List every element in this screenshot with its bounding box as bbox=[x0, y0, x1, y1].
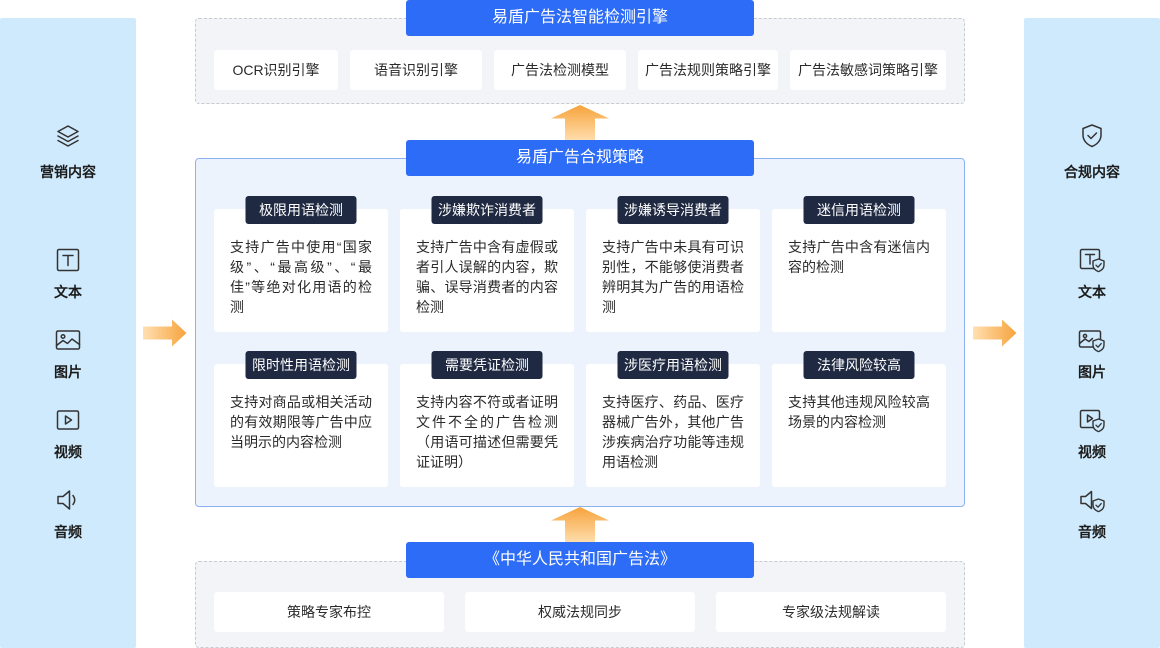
strategy-card-description: 支持对商品或相关活动的有效期限等广告中应当明示的内容检测 bbox=[230, 394, 372, 450]
strategy-card: 涉医疗用语检测 支持医疗、药品、医疗器械广告外，其他广告涉疾病治疗功能等违规用语… bbox=[586, 351, 760, 487]
strategy-card-title: 涉医疗用语检测 bbox=[617, 351, 729, 379]
strategy-card-description: 支持内容不符或者证明文件不全的广告检测（用语可描述但需要凭证证明） bbox=[416, 394, 558, 470]
audio-icon bbox=[57, 490, 76, 510]
text-icon bbox=[56, 248, 80, 272]
marketing-content-panel: 营销内容 文本 图片 视频 音频 bbox=[0, 18, 136, 648]
law-support-list: 策略专家布控 权威法规同步 专家级法规解读 bbox=[214, 592, 946, 632]
law-support-item: 专家级法规解读 bbox=[716, 592, 946, 632]
input-type-label: 文本 bbox=[54, 284, 82, 300]
strategy-card: 涉嫌欺诈消费者 支持广告中含有虚假或者引人误解的内容，欺骗、误导消费者的内容检测 bbox=[400, 196, 574, 332]
strategy-card-title: 涉嫌欺诈消费者 bbox=[431, 196, 543, 224]
output-type-label: 图片 bbox=[1078, 364, 1106, 380]
output-type-label: 音频 bbox=[1078, 524, 1106, 540]
output-type-text: 文本 bbox=[1024, 246, 1160, 302]
strategy-card: 法律风险较高 支持其他违规风险较高场景的内容检测 bbox=[772, 351, 946, 487]
output-type-image: 图片 bbox=[1024, 326, 1160, 382]
strategy-card-description: 支持其他违规风险较高场景的内容检测 bbox=[788, 394, 930, 430]
marketing-content-title: 营销内容 bbox=[40, 164, 96, 180]
input-type-label: 图片 bbox=[54, 364, 82, 380]
engine-item: OCR识别引擎 bbox=[214, 50, 338, 90]
input-type-audio: 音频 bbox=[0, 486, 136, 542]
engine-item: 广告法检测模型 bbox=[494, 50, 626, 90]
compliant-content-header: 合规内容 bbox=[1024, 122, 1160, 182]
input-type-image: 图片 bbox=[0, 326, 136, 382]
strategy-card-description: 支持广告中使用“国家级”、“最高级”、“最佳”等绝对化用语的检测 bbox=[230, 239, 372, 315]
strategy-card: 极限用语检测 支持广告中使用“国家级”、“最高级”、“最佳”等绝对化用语的检测 bbox=[214, 196, 388, 332]
engine-item: 广告法规则策略引擎 bbox=[638, 50, 778, 90]
compliant-content-title: 合规内容 bbox=[1064, 164, 1120, 180]
input-type-label: 音频 bbox=[54, 524, 82, 540]
strategy-card-title: 极限用语检测 bbox=[245, 196, 357, 224]
strategy-card-description: 支持广告中含有虚假或者引人误解的内容，欺骗、误导消费者的内容检测 bbox=[416, 239, 558, 315]
strategy-card-description: 支持医疗、药品、医疗器械广告外，其他广告涉疾病治疗功能等违规用语检测 bbox=[602, 394, 744, 470]
compliance-strategy-section: 易盾广告合规策略 极限用语检测 支持广告中使用“国家级”、“最高级”、“最佳”等… bbox=[195, 140, 965, 507]
output-type-label: 文本 bbox=[1078, 284, 1106, 300]
strategy-card: 需要凭证检测 支持内容不符或者证明文件不全的广告检测（用语可描述但需要凭证证明） bbox=[400, 351, 574, 487]
text-shield-icon bbox=[1079, 248, 1105, 273]
detection-engine-title: 易盾广告法智能检测引擎 bbox=[406, 0, 754, 36]
image-shield-icon bbox=[1078, 330, 1105, 353]
image-icon bbox=[55, 330, 81, 350]
engine-item: 广告法敏感词策略引擎 bbox=[790, 50, 946, 90]
strategy-card-grid: 极限用语检测 支持广告中使用“国家级”、“最高级”、“最佳”等绝对化用语的检测 … bbox=[214, 196, 946, 487]
compliant-content-panel: 合规内容 文本 图片 视频 bbox=[1024, 18, 1160, 648]
law-support-item: 策略专家布控 bbox=[214, 592, 444, 632]
arrow-right-icon bbox=[143, 319, 187, 347]
shield-check-icon bbox=[1082, 124, 1102, 148]
strategy-card-title: 限时性用语检测 bbox=[245, 351, 357, 379]
audio-shield-icon bbox=[1080, 490, 1105, 513]
arrow-up-icon bbox=[551, 507, 609, 544]
strategy-card-title: 迷信用语检测 bbox=[803, 196, 915, 224]
law-support-item: 权威法规同步 bbox=[465, 592, 695, 632]
input-type-text: 文本 bbox=[0, 246, 136, 302]
detection-engine-section: 易盾广告法智能检测引擎 OCR识别引擎 语音识别引擎 广告法检测模型 广告法规则… bbox=[195, 0, 965, 104]
strategy-card-title: 需要凭证检测 bbox=[431, 351, 543, 379]
strategy-card: 迷信用语检测 支持广告中含有迷信内容的检测 bbox=[772, 196, 946, 332]
strategy-card-title: 涉嫌诱导消费者 bbox=[617, 196, 729, 224]
input-type-label: 视频 bbox=[54, 444, 82, 460]
marketing-content-header: 营销内容 bbox=[0, 122, 136, 182]
arrow-up-icon bbox=[551, 105, 609, 142]
video-icon bbox=[56, 410, 80, 430]
video-shield-icon bbox=[1079, 409, 1105, 433]
strategy-card-title: 法律风险较高 bbox=[803, 351, 915, 379]
advertising-law-title: 《中华人民共和国广告法》 bbox=[406, 542, 754, 578]
compliance-strategy-title: 易盾广告合规策略 bbox=[406, 140, 754, 176]
input-type-video: 视频 bbox=[0, 406, 136, 462]
output-type-video: 视频 bbox=[1024, 406, 1160, 462]
advertising-law-section: 《中华人民共和国广告法》 策略专家布控 权威法规同步 专家级法规解读 bbox=[195, 542, 965, 648]
output-type-label: 视频 bbox=[1078, 444, 1106, 460]
engine-list: OCR识别引擎 语音识别引擎 广告法检测模型 广告法规则策略引擎 广告法敏感词策… bbox=[214, 50, 946, 90]
engine-item: 语音识别引擎 bbox=[350, 50, 482, 90]
output-type-audio: 音频 bbox=[1024, 486, 1160, 542]
strategy-card-description: 支持广告中未具有可识别性，不能够使消费者辨明其为广告的用语检测 bbox=[602, 239, 744, 315]
arrow-right-icon bbox=[973, 319, 1017, 347]
strategy-card-description: 支持广告中含有迷信内容的检测 bbox=[788, 239, 930, 275]
strategy-card: 限时性用语检测 支持对商品或相关活动的有效期限等广告中应当明示的内容检测 bbox=[214, 351, 388, 487]
layers-icon bbox=[57, 125, 79, 147]
strategy-card: 涉嫌诱导消费者 支持广告中未具有可识别性，不能够使消费者辨明其为广告的用语检测 bbox=[586, 196, 760, 332]
